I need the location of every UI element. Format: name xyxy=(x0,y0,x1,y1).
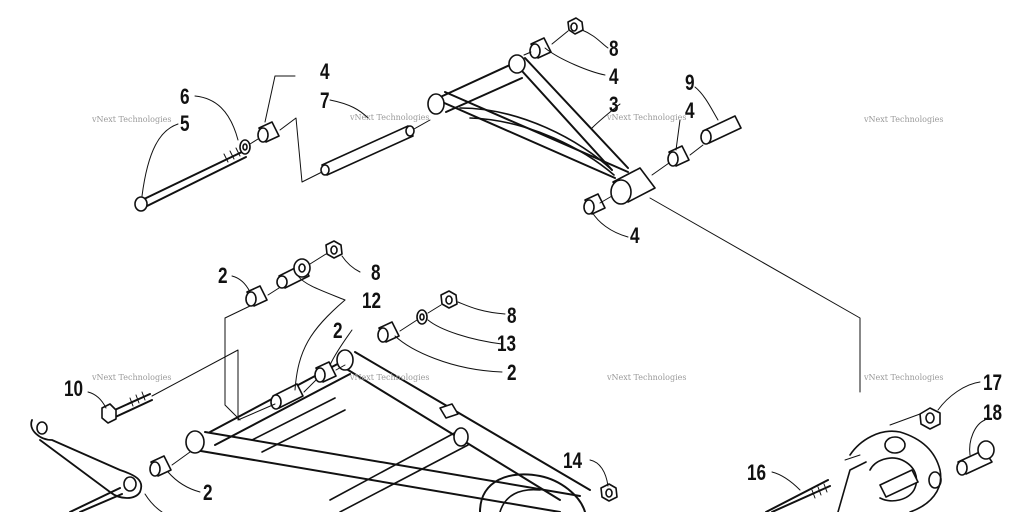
bolt-10 xyxy=(101,391,153,424)
washer-13-hole xyxy=(419,313,425,321)
callout-6: 6 xyxy=(180,84,190,109)
callout-9: 9 xyxy=(685,70,695,95)
spacer-12-a xyxy=(276,258,311,289)
callout-3: 3 xyxy=(609,92,619,117)
callout-17: 17 xyxy=(983,370,1003,395)
sleeve-9 xyxy=(700,115,742,145)
nut-8-top xyxy=(567,17,584,35)
nut-8-b xyxy=(325,240,343,259)
bolt-16 xyxy=(765,479,831,512)
washer-6-hole xyxy=(242,143,248,151)
callout-4-bottom: 4 xyxy=(630,223,640,248)
washer-13 xyxy=(416,309,428,325)
bushing-4-left xyxy=(257,121,280,143)
bushing-2-b xyxy=(377,321,400,343)
callout-2-c: 2 xyxy=(507,360,517,385)
link-plate xyxy=(30,419,143,499)
bolt-11 xyxy=(69,487,123,512)
callout-2-d: 2 xyxy=(203,480,213,505)
watermark-2: vNext Technologies xyxy=(350,113,430,122)
bushing-2-a xyxy=(245,285,268,307)
callout-10: 10 xyxy=(64,376,84,401)
callout-8-top: 8 xyxy=(609,36,619,61)
watermark-6: vNext Technologies xyxy=(350,373,430,382)
upper-a-arm xyxy=(427,54,656,205)
pin-18 xyxy=(956,440,995,476)
bushing-4-top xyxy=(529,37,552,59)
callout-8-b: 8 xyxy=(371,260,381,285)
spindle-knuckle xyxy=(837,430,942,512)
upper-assembly-lines xyxy=(249,30,861,393)
sleeve-7 xyxy=(320,125,415,176)
callout-5: 5 xyxy=(180,111,190,136)
bushing-4-bottom xyxy=(583,193,606,215)
callout-4-left: 4 xyxy=(320,59,330,84)
callout-2-b: 2 xyxy=(333,318,343,343)
callout-2-a: 2 xyxy=(218,263,228,288)
lower-leader-lines xyxy=(87,255,986,512)
watermark-1: vNext Technologies xyxy=(92,115,172,124)
nut-8-c xyxy=(440,290,458,309)
callout-8-c: 8 xyxy=(507,303,517,328)
watermark-4: vNext Technologies xyxy=(864,115,944,124)
watermark-5: vNext Technologies xyxy=(92,373,172,382)
callout-7: 7 xyxy=(320,88,330,113)
callout-18: 18 xyxy=(983,400,1003,425)
callout-16: 16 xyxy=(747,460,767,485)
bushing-2-d xyxy=(149,455,172,477)
nut-14 xyxy=(600,483,618,502)
callout-14: 14 xyxy=(563,448,583,473)
bushing-2-c xyxy=(314,361,337,383)
spacer-12-b xyxy=(270,383,304,410)
washer-6 xyxy=(239,139,251,155)
watermark-3: vNext Technologies xyxy=(607,113,687,122)
callout-4-right: 4 xyxy=(685,98,695,123)
upper-bolt-5 xyxy=(134,147,247,212)
callout-12: 12 xyxy=(362,288,382,313)
bushing-4-right xyxy=(667,145,690,167)
callout-4-top: 4 xyxy=(609,64,619,89)
callout-13: 13 xyxy=(497,331,517,356)
lower-assembly-lines xyxy=(151,253,921,466)
watermark-8: vNext Technologies xyxy=(864,373,944,382)
watermark-7: vNext Technologies xyxy=(607,373,687,382)
lower-a-arm xyxy=(185,349,591,512)
nut-17 xyxy=(919,407,941,430)
upper-leader-lines xyxy=(141,29,719,238)
